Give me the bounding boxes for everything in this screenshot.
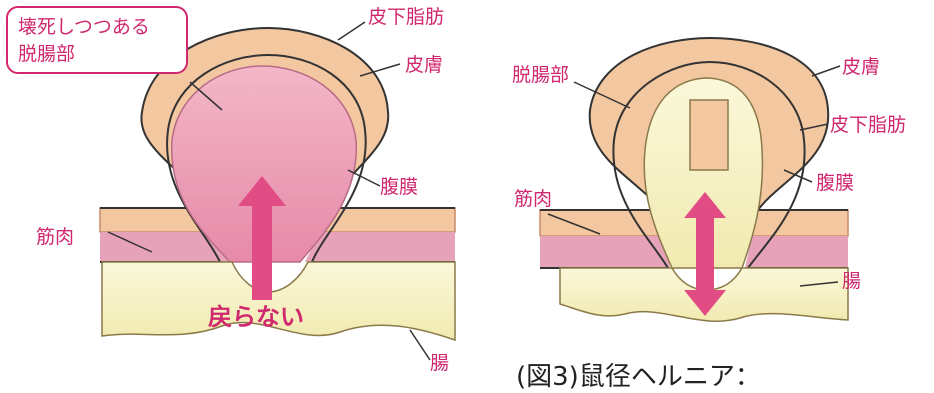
left-arrow-text: 戻らない — [208, 306, 304, 328]
right-label-muscle: 筋肉 — [514, 188, 552, 210]
right-label-subcutaneous-fat: 皮下脂肪 — [830, 114, 906, 136]
left-label-intestine: 腸 — [430, 352, 449, 374]
right-label-skin: 皮膚 — [842, 56, 880, 78]
figure-caption: (図3)鼠径ヘルニア： — [516, 356, 761, 393]
right-label-herniated-part: 脱腸部 — [512, 64, 569, 86]
right-hernia-figure — [540, 38, 848, 321]
necrotic-callout: 壊死しつつある 脱腸部 — [6, 6, 188, 74]
left-label-muscle: 筋肉 — [36, 226, 74, 248]
right-label-peritoneum: 腹膜 — [816, 172, 854, 194]
left-label-skin: 皮膚 — [405, 54, 443, 76]
callout-line1: 壊死しつつある — [18, 14, 176, 41]
left-label-subcutaneous-fat: 皮下脂肪 — [368, 6, 444, 28]
left-label-peritoneum: 腹膜 — [380, 176, 418, 198]
callout-line2: 脱腸部 — [18, 41, 176, 68]
right-label-intestine: 腸 — [842, 270, 861, 292]
